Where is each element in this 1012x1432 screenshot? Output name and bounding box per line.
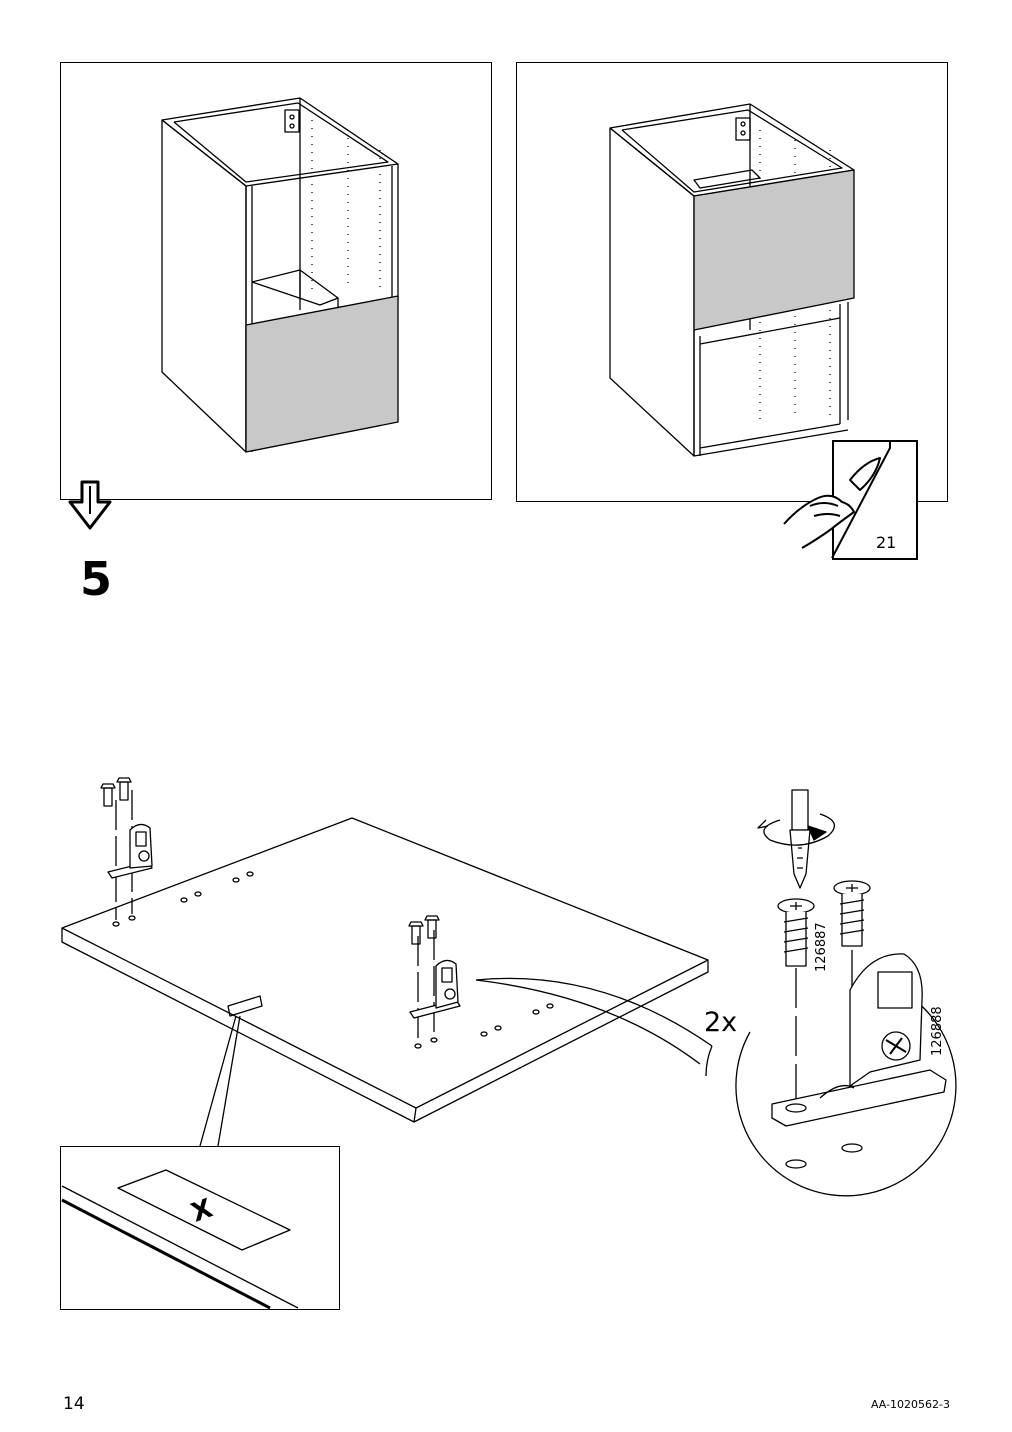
panel-cabinet-drawer-top: [516, 62, 948, 502]
quantity-label: 2x: [704, 1007, 738, 1038]
page-reference-number: 21: [876, 533, 897, 552]
document-code: AA-1020562-3: [870, 1398, 950, 1411]
panel-cabinet-drawer-bottom: [60, 62, 492, 500]
detail-zoom-illustration: [61, 1169, 299, 1310]
page-number: 14: [63, 1394, 85, 1414]
step-number: 5: [80, 552, 113, 606]
part-number-screw: 126887: [814, 922, 829, 972]
page-turn-hand-icon: [783, 442, 891, 559]
arrow-down-outline-icon: [68, 480, 112, 530]
part-number-bracket: 126888: [930, 1006, 945, 1056]
